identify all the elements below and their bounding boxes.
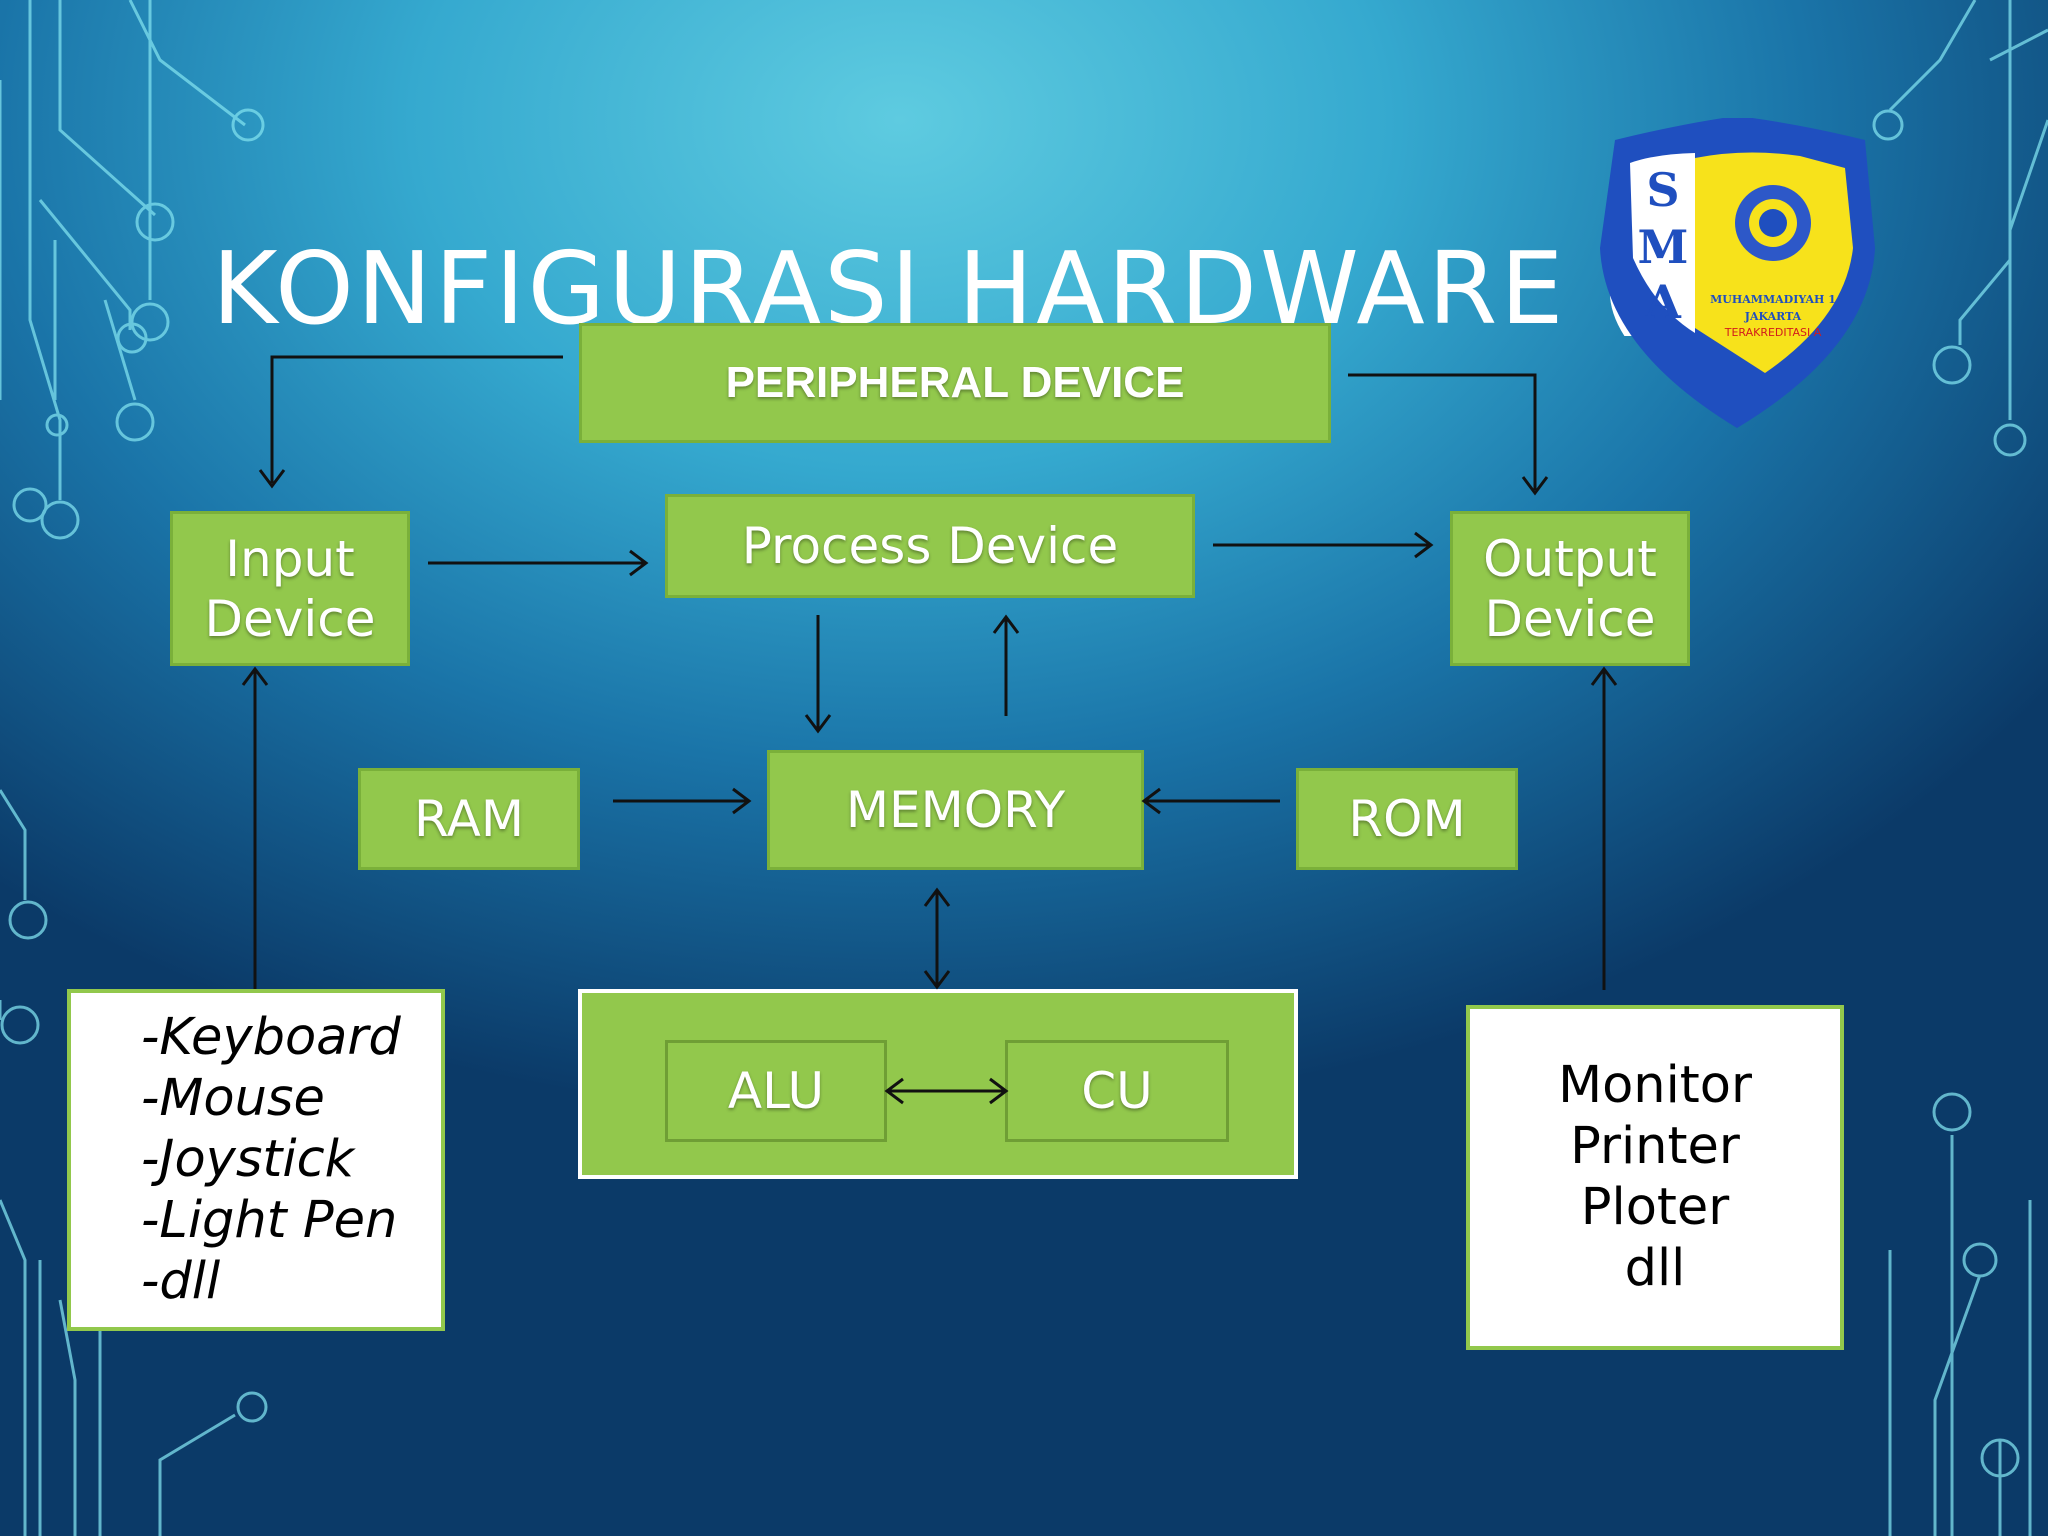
alu-label: ALU bbox=[727, 1062, 825, 1120]
list-item: -Keyboard bbox=[141, 1008, 401, 1067]
list-item: Ploter bbox=[1580, 1178, 1730, 1237]
list-item: -Joystick bbox=[141, 1130, 355, 1189]
list-item: -dll bbox=[141, 1252, 221, 1311]
list-item: Printer bbox=[1570, 1117, 1740, 1176]
input-examples-box: -Keyboard -Mouse -Joystick -Light Pen -d… bbox=[67, 989, 445, 1331]
logo-letter-s: S bbox=[1646, 163, 1679, 217]
peripheral-device-label: PERIPHERAL DEVICE bbox=[725, 358, 1185, 407]
memory-box: MEMORY bbox=[767, 750, 1144, 870]
ram-label: RAM bbox=[413, 790, 525, 848]
logo-text-2: JAKARTA bbox=[1744, 310, 1802, 323]
list-item: Monitor bbox=[1558, 1056, 1752, 1115]
memory-label: MEMORY bbox=[845, 781, 1066, 839]
rom-label: ROM bbox=[1348, 790, 1466, 848]
output-device-label: Output Device bbox=[1483, 529, 1657, 648]
logo-text-1: MUHAMMADIYAH 1 bbox=[1710, 293, 1836, 306]
list-item: -Mouse bbox=[141, 1069, 325, 1128]
input-device-box: Input Device bbox=[170, 511, 410, 666]
cu-label: CU bbox=[1081, 1062, 1153, 1120]
logo-text-3: TERAKREDITASI A bbox=[1724, 326, 1822, 339]
peripheral-device-box: PERIPHERAL DEVICE bbox=[579, 323, 1331, 443]
logo-letter-a: A bbox=[1644, 275, 1682, 329]
ram-box: RAM bbox=[358, 768, 580, 870]
list-item: dll bbox=[1624, 1239, 1686, 1298]
cu-box: CU bbox=[1005, 1040, 1229, 1142]
process-device-box: Process Device bbox=[665, 494, 1195, 598]
process-device-label: Process Device bbox=[741, 517, 1119, 575]
rom-box: ROM bbox=[1296, 768, 1518, 870]
output-device-box: Output Device bbox=[1450, 511, 1690, 666]
list-item: -Light Pen bbox=[141, 1191, 398, 1250]
alu-box: ALU bbox=[665, 1040, 887, 1142]
output-examples-box: Monitor Printer Ploter dll bbox=[1466, 1005, 1844, 1350]
school-logo: S M A MUHAMMADIYAH 1 JAKARTA TERAKREDITA… bbox=[1600, 118, 1875, 428]
input-device-label: Input Device bbox=[204, 529, 376, 648]
logo-letter-m: M bbox=[1638, 220, 1689, 274]
